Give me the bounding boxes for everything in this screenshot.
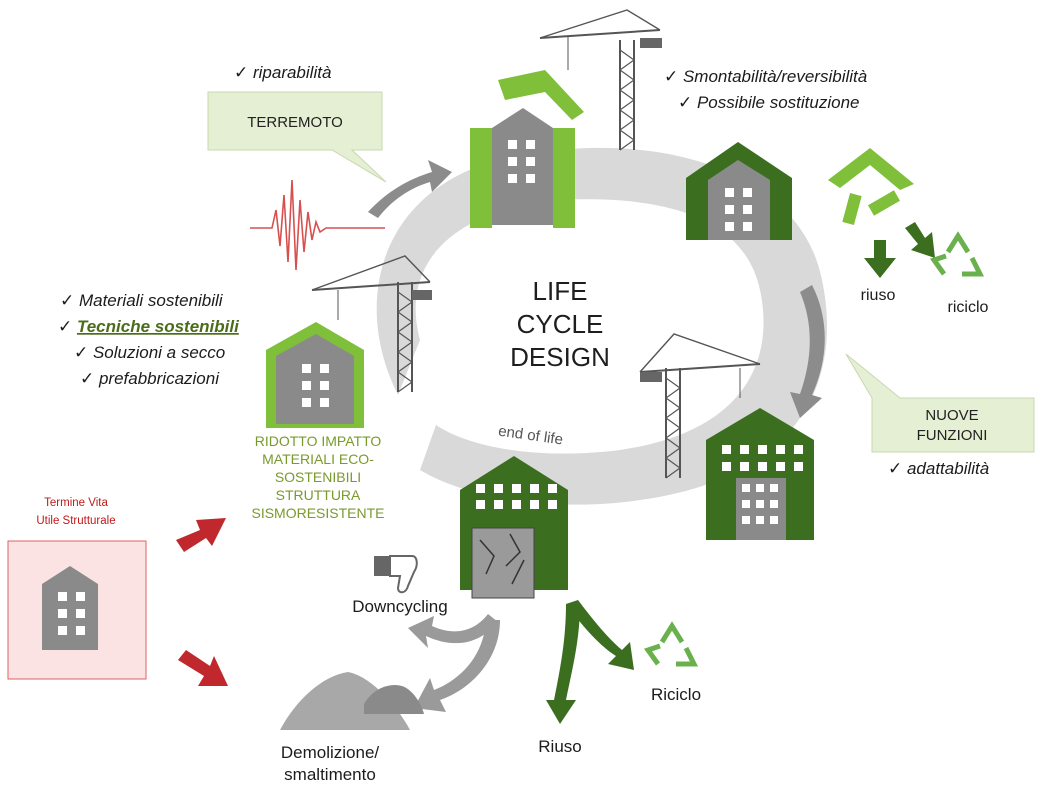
- label-riciclo-top: riciclo: [948, 299, 989, 316]
- nuove-funzioni-line-2: FUNZIONI: [917, 427, 988, 444]
- arrow-riuso-riciclo: [546, 600, 634, 724]
- green-text-block: RIDOTTO IMPATTO MATERIALI ECO- SOSTENIBI…: [251, 433, 384, 521]
- rubble-pile-icon: [280, 672, 424, 730]
- red-arrow-lower: [178, 650, 228, 686]
- arrow-demolition: [414, 620, 500, 712]
- center-title-line-1: LIFE: [533, 276, 588, 306]
- building-new-construction: [266, 322, 364, 428]
- label-demolizione-2: smaltimento: [284, 765, 376, 784]
- checklist-left: ✓ Materiali sostenibili ✓ Tecniche soste…: [58, 291, 240, 388]
- check-secco: Soluzioni a secco: [93, 343, 225, 362]
- green-text-line-1: RIDOTTO IMPATTO: [255, 433, 382, 449]
- label-downcycling: Downcycling: [352, 597, 447, 616]
- crane-top-icon: [539, 9, 662, 151]
- nuove-funzioni-line-1: NUOVE: [925, 407, 978, 424]
- disassembled-parts-icon: [828, 148, 914, 226]
- center-title-line-3: DESIGN: [510, 342, 610, 372]
- svg-text:✓ prefabbricazioni: ✓ prefabbricazioni: [80, 369, 220, 388]
- label-riuso-top: riuso: [861, 287, 896, 304]
- green-text-line-4: STRUTTURA: [276, 487, 361, 503]
- thumbs-down-icon: [374, 555, 418, 594]
- red-text-line-2: Utile Strutturale: [36, 515, 115, 527]
- label-riuso-bottom: Riuso: [538, 737, 581, 756]
- check-tecniche: Tecniche sostenibili: [77, 317, 240, 336]
- structural-end-box: [7, 540, 147, 680]
- check-riparabilita-row: ✓ riparabilità: [234, 63, 331, 82]
- label-riciclo-bottom: Riciclo: [651, 685, 701, 704]
- green-text-line-3: SOSTENIBILI: [275, 469, 361, 485]
- red-arrow-upper: [176, 518, 226, 552]
- check-riparabilita: riparabilità: [253, 63, 331, 82]
- svg-text:✓ Smontabilità/reversibilità: ✓ Smontabilità/reversibilità: [664, 67, 867, 86]
- terremoto-label: TERREMOTO: [247, 114, 343, 131]
- arrow-to-riciclo-top: [905, 222, 935, 258]
- check-adattabilita: adattabilità: [907, 459, 989, 478]
- label-demolizione-1: Demolizione/: [281, 743, 380, 762]
- ring-arrows: [368, 160, 825, 418]
- arrow-downcycling: [408, 614, 498, 648]
- check-materiali: Materiali sostenibili: [79, 291, 224, 310]
- check-adattabilita-row: ✓ adattabilità: [888, 459, 989, 478]
- red-text-line-1: Termine Vita: [44, 497, 108, 509]
- seismograph-icon: [250, 179, 385, 271]
- check-smontabilita: Smontabilità/reversibilità: [683, 67, 867, 86]
- recycle-icon-top: [929, 231, 985, 277]
- terremoto-callout: TERREMOTO: [207, 91, 387, 183]
- svg-text:✓ Soluzioni a secco: ✓ Soluzioni a secco: [74, 343, 225, 362]
- green-text-line-2: MATERIALI ECO-: [262, 451, 374, 467]
- center-title: LIFE CYCLE DESIGN: [510, 276, 610, 372]
- arrow-to-riuso-top: [864, 240, 896, 278]
- building-repaired: [470, 70, 584, 228]
- green-text-line-5: SISMORESISTENTE: [251, 505, 384, 521]
- nuove-funzioni-callout: NUOVE FUNZIONI: [845, 353, 1035, 453]
- building-end-of-life: [460, 456, 568, 599]
- building-expanded: [706, 408, 814, 540]
- svg-text:✓ Possibile sostituzione: ✓ Possibile sostituzione: [678, 93, 860, 112]
- recycle-icon-bottom: [643, 621, 699, 667]
- crane-right-icon: [639, 333, 761, 479]
- check-prefabbricazioni: prefabbricazioni: [98, 369, 220, 388]
- svg-text:✓ Tecniche sostenibili: ✓ Tecniche sostenibili: [58, 317, 240, 336]
- svg-text:✓ Materiali sostenibili: ✓ Materiali sostenibili: [60, 291, 224, 310]
- check-sostituzione: Possibile sostituzione: [697, 93, 860, 112]
- checklist-top-right: ✓ Smontabilità/reversibilità ✓ Possibile…: [664, 67, 867, 112]
- building-dark-green-top: [686, 142, 792, 240]
- crane-left-icon: [311, 255, 432, 393]
- center-title-line-2: CYCLE: [517, 309, 604, 339]
